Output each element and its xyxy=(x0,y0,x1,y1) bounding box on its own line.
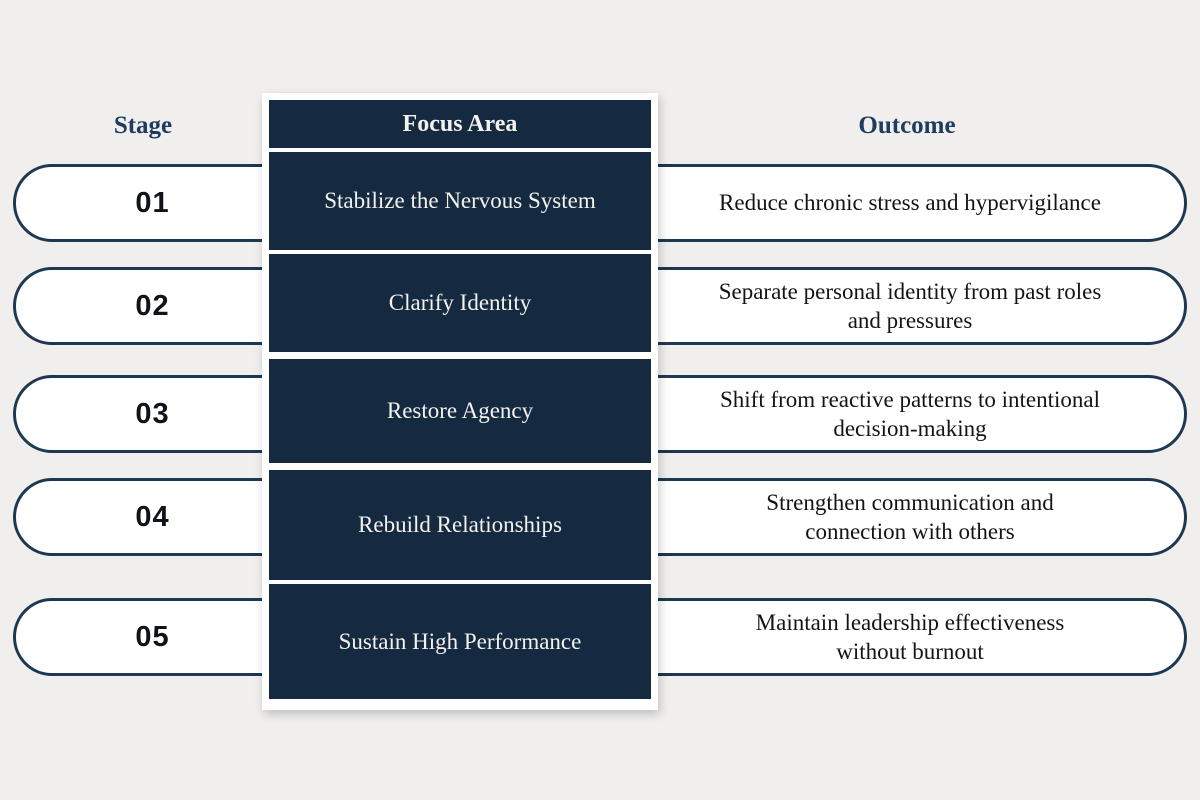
stage-number: 04 xyxy=(135,500,170,533)
stage-number: 03 xyxy=(135,397,170,430)
focus-column-header: Focus Area xyxy=(269,100,651,148)
stage-number: 02 xyxy=(135,289,170,322)
stage-column-header: Stage xyxy=(113,112,173,139)
stage-number: 01 xyxy=(135,186,170,219)
outcome-column-header: Outcome xyxy=(858,112,956,139)
stage-number: 05 xyxy=(135,620,170,653)
outcome-text: Reduce chronic stress and hypervigilance xyxy=(719,190,1101,216)
outcome-text: Shift from reactive patterns to intentio… xyxy=(719,386,1101,441)
outcome-text: Maintain leadership effectiveness withou… xyxy=(755,609,1065,664)
focus-cell: Stabilize the Nervous System xyxy=(269,152,651,250)
outcome-text: Strengthen communication and connection … xyxy=(766,489,1054,544)
focus-cell: Clarify Identity xyxy=(269,254,651,352)
focus-cell: Sustain High Performance xyxy=(269,584,651,699)
outcome-text: Separate personal identity from past rol… xyxy=(718,278,1102,333)
focus-area-panel: Focus Area Stabilize the Nervous System … xyxy=(262,93,658,710)
focus-cell: Restore Agency xyxy=(269,359,651,463)
focus-cell: Rebuild Relationships xyxy=(269,470,651,580)
